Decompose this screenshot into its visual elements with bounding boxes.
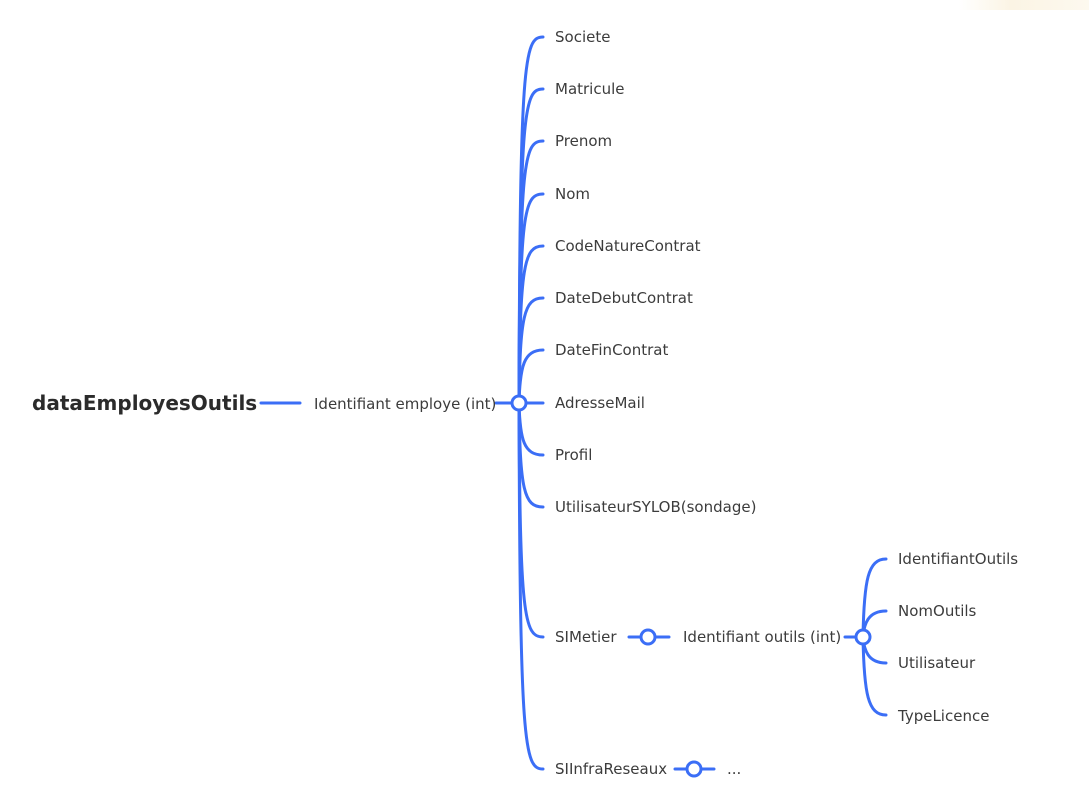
field-node[interactable]: Prenom bbox=[555, 132, 612, 150]
connectors bbox=[259, 35, 888, 771]
field-node-siinfrareseaux[interactable]: SIInfraReseaux bbox=[555, 760, 667, 778]
branch-profil bbox=[517, 401, 545, 457]
key-node-employe[interactable]: Identifiant employe (int) bbox=[314, 395, 496, 413]
field-node[interactable]: Profil bbox=[555, 446, 592, 464]
outils-field-node[interactable]: NomOutils bbox=[898, 602, 977, 620]
collapsed-placeholder[interactable]: ... bbox=[727, 760, 741, 778]
expand-knob-siinfrareseaux[interactable] bbox=[685, 760, 703, 778]
branch-siinfrareseaux bbox=[517, 401, 545, 771]
collapse-knob-simetier[interactable] bbox=[639, 628, 657, 646]
outils-field-node[interactable]: Utilisateur bbox=[898, 654, 976, 672]
outils-field-node[interactable]: TypeLicence bbox=[897, 707, 989, 725]
field-node[interactable]: CodeNatureContrat bbox=[555, 237, 701, 255]
branch-typelicence bbox=[861, 635, 888, 717]
field-node[interactable]: DateFinContrat bbox=[555, 341, 668, 359]
key-node-outils[interactable]: Identifiant outils (int) bbox=[683, 628, 841, 646]
field-node-simetier[interactable]: SIMetier bbox=[555, 628, 617, 646]
outils-field-node[interactable]: IdentifiantOutils bbox=[898, 550, 1018, 568]
root-topic[interactable]: dataEmployesOutils bbox=[32, 391, 257, 415]
collapse-knob-employe[interactable] bbox=[510, 394, 528, 412]
collapse-knob-outils[interactable] bbox=[854, 628, 872, 646]
field-node[interactable]: AdresseMail bbox=[555, 394, 645, 412]
knobs bbox=[510, 394, 872, 778]
field-node[interactable]: Societe bbox=[555, 28, 610, 46]
field-node[interactable]: Nom bbox=[555, 185, 590, 203]
branch-identifiantoutils bbox=[861, 557, 888, 639]
field-node[interactable]: Matricule bbox=[555, 80, 625, 98]
corner-glow bbox=[959, 0, 1089, 10]
branch-datefincontrat bbox=[517, 348, 545, 405]
field-node[interactable]: UtilisateurSYLOB(sondage) bbox=[555, 498, 756, 516]
field-node[interactable]: DateDebutContrat bbox=[555, 289, 693, 307]
